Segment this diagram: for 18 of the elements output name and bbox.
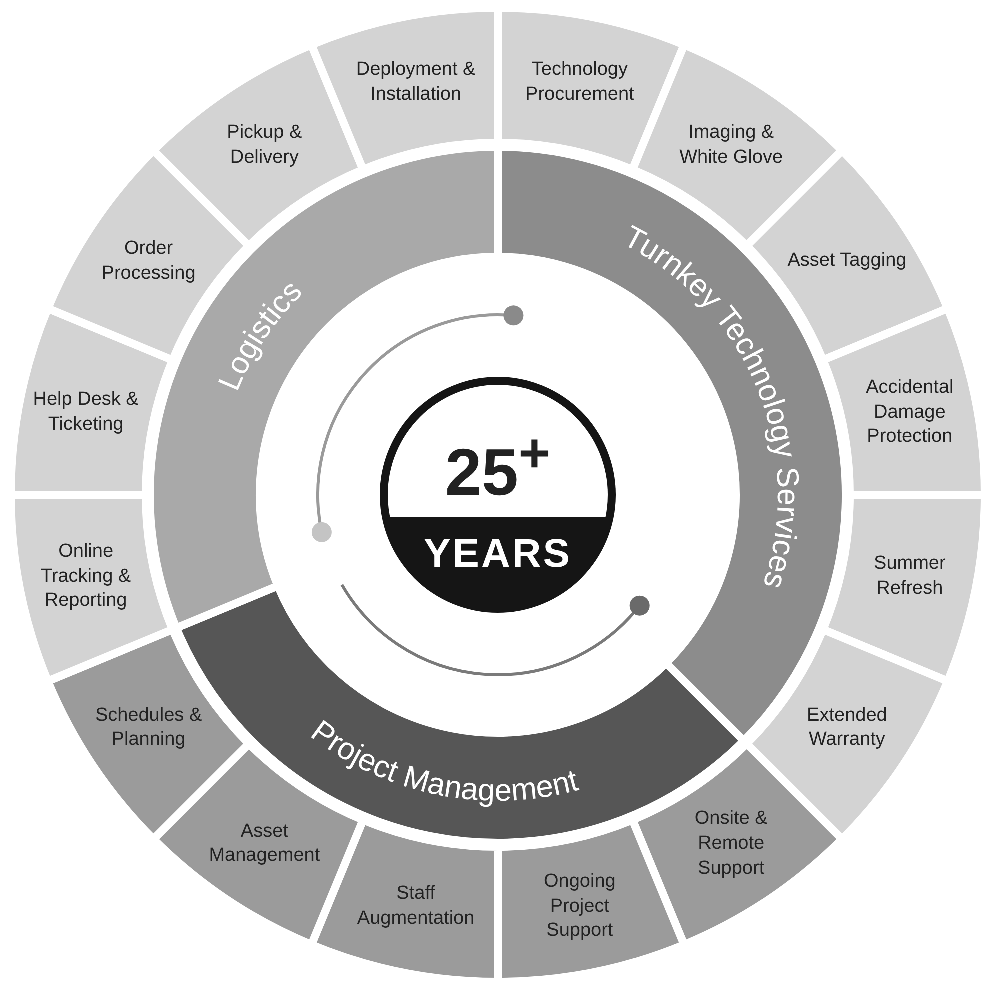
segment-label: Order Processing: [100, 236, 197, 286]
years-label: YEARS: [424, 532, 572, 576]
segment-label: Pickup & Delivery: [226, 121, 304, 170]
segment-label: Extended Warranty: [806, 704, 888, 752]
segment-label: Imaging & White Glove: [678, 121, 784, 170]
segment-label: Help Desk & Ticketing: [32, 388, 140, 438]
segment-label: Summer Refresh: [873, 552, 947, 601]
years-number: 25$^{+}$: [445, 426, 551, 505]
segment-label: Accidental Damage Protection: [865, 376, 955, 450]
segment-label: Online Tracking & Reporting: [40, 540, 132, 614]
segment-label: Asset Tagging: [788, 249, 907, 274]
segment-label: Ongoing Project Support: [543, 870, 617, 944]
segment-label: Asset Management: [208, 820, 322, 868]
segment-label: Staff Augmentation: [356, 882, 476, 931]
segment-label: Deployment & Installation: [355, 58, 477, 108]
segment-label: Schedules & Planning: [94, 704, 204, 752]
segment-label: Technology Procurement: [524, 58, 636, 108]
segment-label: Onsite & Remote Support: [694, 807, 769, 881]
